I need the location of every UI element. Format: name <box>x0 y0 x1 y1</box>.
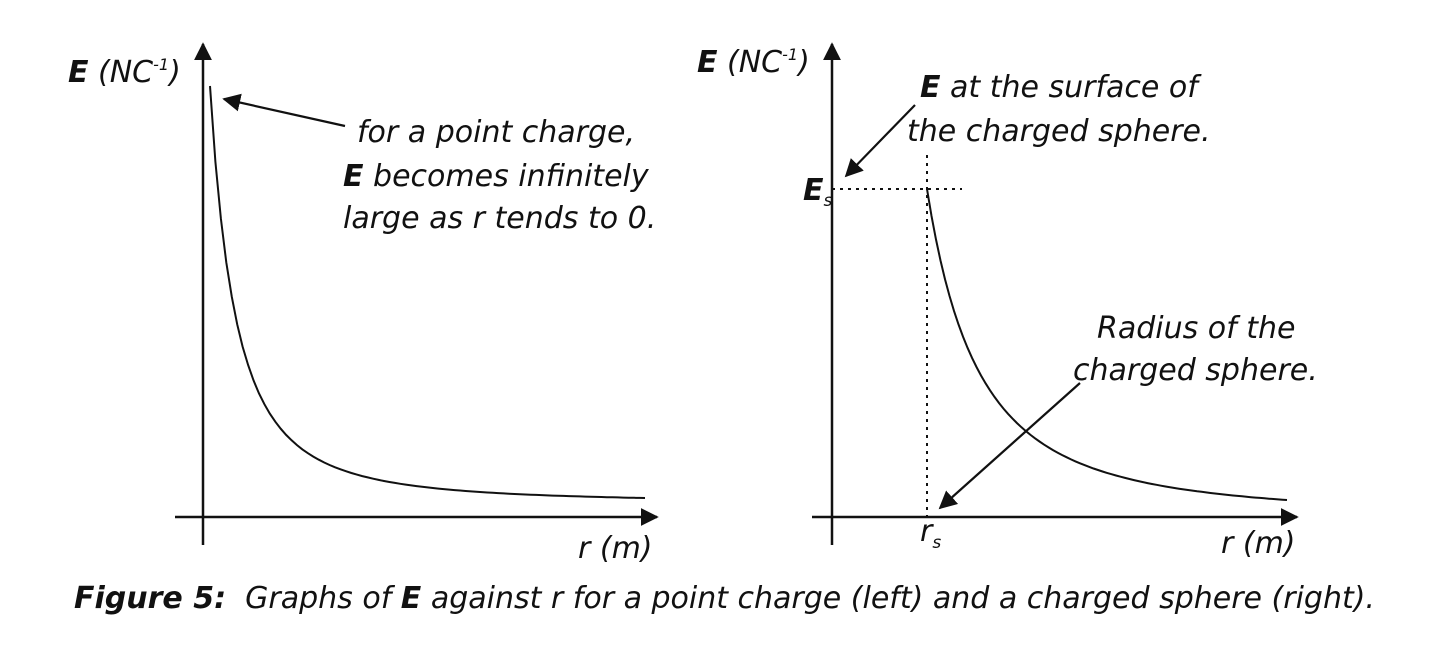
surface-annotation: E at the surface of the charged sphere. <box>907 70 1211 149</box>
radius-annotation: Radius of the charged sphere. <box>1073 311 1318 388</box>
left-y-axis-label: E (NC-1) <box>68 55 181 90</box>
surface-annotation-arrow <box>844 104 916 178</box>
left-graph: E (NC-1) r (m) for a point charge, E bec… <box>68 42 659 566</box>
right-y-axis-label: E (NC-1) <box>697 45 810 80</box>
right-graph: E (NC-1) r (m) Es rs E at the surface of… <box>697 42 1318 561</box>
left-annotation-arrow <box>222 93 346 128</box>
surface-value-label: Es <box>803 173 833 211</box>
right-curve <box>926 188 1288 501</box>
radius-annotation-arrow <box>938 382 1081 510</box>
right-x-axis-label: r (m) <box>1221 526 1296 561</box>
left-curve <box>209 85 646 499</box>
figure-caption: Figure 5: Graphs of E against r for a po… <box>74 581 1375 616</box>
radius-label: rs <box>920 514 941 553</box>
left-annotation: for a point charge, E becomes infinitely… <box>343 115 658 236</box>
left-x-axis-label: r (m) <box>578 531 653 566</box>
